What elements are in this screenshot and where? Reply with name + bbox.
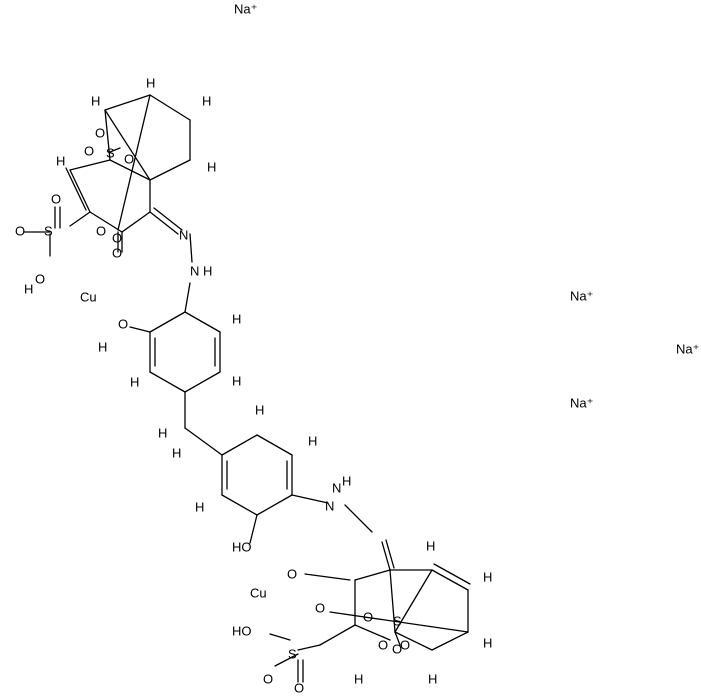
atom-h: H — [207, 159, 216, 174]
atom-o: O — [378, 637, 388, 652]
atom-h: H — [308, 433, 317, 448]
bond-lines — [23, 94, 471, 683]
atom-h: H — [146, 75, 155, 90]
hydroxyl-group: HO — [232, 539, 252, 554]
atom-h: H — [172, 445, 181, 460]
atom-n: N — [190, 263, 199, 278]
atom-labels: Na⁺ Na⁺ Na⁺ Na⁺ Cu Cu H H H H H O S O O … — [15, 1, 699, 695]
atom-o: O — [392, 641, 402, 656]
sodium-ion-2: Na⁺ — [570, 288, 593, 303]
hydroxyl-group: HO — [232, 623, 252, 638]
atom-h: H — [483, 569, 492, 584]
copper-atom-1: Cu — [80, 289, 97, 304]
atom-h: H — [56, 153, 65, 168]
sodium-ion-3: Na⁺ — [676, 341, 699, 356]
atom-s: S — [288, 646, 297, 661]
atom-o: O — [112, 230, 122, 245]
atom-o: O — [84, 143, 94, 158]
sodium-ion-4: Na⁺ — [570, 395, 593, 410]
atom-n: N — [325, 498, 334, 513]
atom-h: H — [232, 311, 241, 326]
atom-n: N — [179, 227, 188, 242]
atom-h: H — [158, 425, 167, 440]
atom-s: S — [106, 145, 115, 160]
atom-o: O — [263, 671, 273, 686]
atom-s: S — [44, 223, 53, 238]
atom-o: O — [363, 609, 373, 624]
copper-atom-2: Cu — [250, 585, 267, 600]
atom-o: O — [400, 637, 410, 652]
atom-o: O — [35, 271, 45, 286]
atom-o: O — [287, 566, 297, 581]
sodium-ion-1: Na⁺ — [234, 1, 257, 16]
atom-h: H — [232, 373, 241, 388]
atom-o: O — [96, 223, 106, 238]
atom-o: O — [51, 191, 61, 206]
atom-o: O — [294, 680, 304, 695]
atom-h: H — [91, 93, 100, 108]
atom-h: H — [342, 473, 351, 488]
atom-o: O — [112, 245, 122, 260]
atom-h: H — [354, 671, 363, 686]
atom-h: H — [24, 281, 33, 296]
atom-h: H — [195, 499, 204, 514]
atom-h: H — [428, 671, 437, 686]
atom-h: H — [255, 402, 264, 417]
atom-h: H — [426, 538, 435, 553]
atom-h: H — [203, 263, 212, 278]
atom-o: O — [118, 316, 128, 331]
atom-o: O — [315, 600, 325, 615]
atom-s: S — [393, 613, 402, 628]
atom-h: H — [483, 635, 492, 650]
atom-o: O — [95, 125, 105, 140]
atom-n: N — [332, 480, 341, 495]
atom-h: H — [98, 339, 107, 354]
atom-o: O — [15, 223, 25, 238]
atom-h: H — [202, 93, 211, 108]
atom-o: O — [124, 151, 134, 166]
atom-h: H — [130, 374, 139, 389]
